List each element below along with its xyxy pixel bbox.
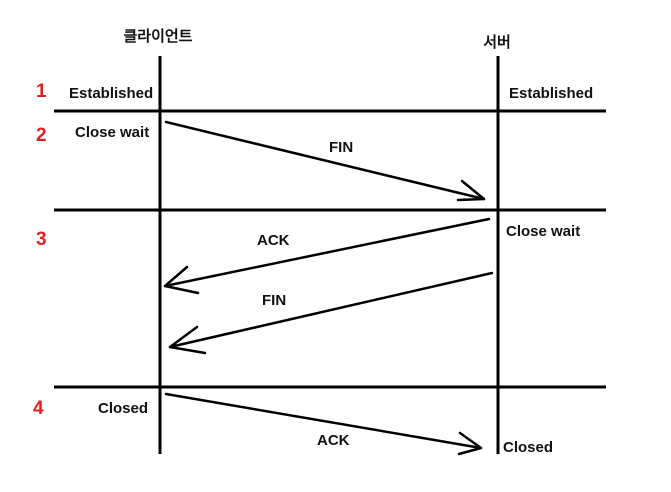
server-state-established: Established — [509, 85, 593, 102]
message-label-ack-1: ACK — [257, 232, 290, 249]
step-number-1: 1 — [36, 81, 47, 102]
ack-arrow-client-to-server — [164, 392, 483, 456]
ack-arrow-server-to-client — [163, 217, 491, 295]
server-state-closed: Closed — [503, 439, 553, 456]
client-state-closed: Closed — [98, 400, 148, 417]
fin-arrow-client-to-server — [164, 120, 486, 202]
message-label-ack-2: ACK — [317, 432, 350, 449]
server-state-close-wait: Close wait — [506, 223, 580, 240]
message-label-fin-2: FIN — [262, 292, 286, 309]
server-header: 서버 — [483, 33, 511, 51]
step-number-4: 4 — [33, 398, 44, 419]
client-header: 클라이언트 — [123, 27, 192, 45]
step-number-2: 2 — [36, 125, 47, 146]
client-state-established: Established — [69, 85, 153, 102]
client-state-close-wait: Close wait — [75, 124, 149, 141]
step-number-3: 3 — [36, 229, 47, 250]
fin-arrow-server-to-client — [168, 271, 494, 355]
message-label-fin-1: FIN — [329, 139, 353, 156]
